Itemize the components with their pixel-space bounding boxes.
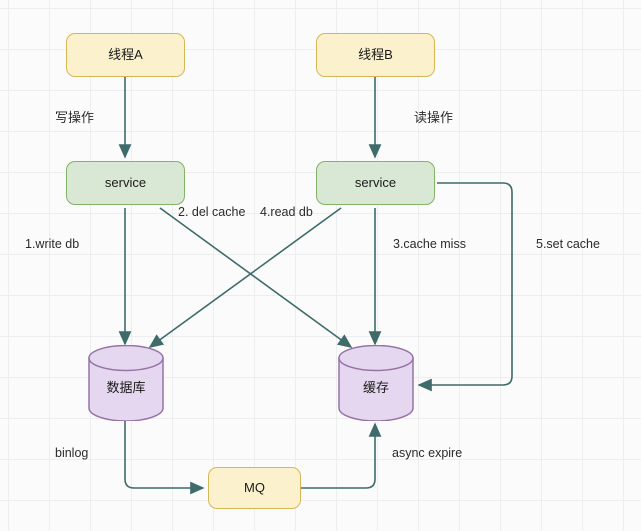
node-service-left[interactable]: service [66, 161, 185, 205]
node-mq-label: MQ [244, 480, 265, 496]
node-database[interactable]: 数据库 [88, 345, 164, 421]
edge-service-right-to-db [148, 207, 342, 348]
edge-label-step-4: 4.read db [260, 205, 313, 219]
edge-service-left-to-cache [159, 207, 353, 348]
edge-label-step-1: 1.write db [25, 237, 80, 251]
node-thread-b-label: 线程B [358, 47, 393, 63]
edge-label-step-3: 3.cache miss [393, 237, 466, 251]
edge-label-write-op: 写操作 [55, 110, 95, 125]
edge-service-right-set-cache [417, 182, 513, 392]
edge-label-binlog: binlog [55, 446, 89, 460]
cache-cylinder-icon [338, 345, 414, 421]
node-service-right-label: service [354, 175, 397, 191]
edge-label-async-expire: async expire [392, 446, 463, 460]
node-cache[interactable]: 缓存 [338, 345, 414, 421]
node-service-right[interactable]: service [316, 161, 435, 205]
node-thread-a-label: 线程A [108, 47, 143, 63]
node-service-left-label: service [104, 175, 147, 191]
edge-mq-to-cache [301, 422, 382, 489]
database-cylinder-icon [88, 345, 164, 421]
edge-label-step-5: 5.set cache [536, 237, 600, 251]
node-thread-a[interactable]: 线程A [66, 33, 185, 77]
edge-db-to-mq [124, 419, 205, 495]
node-mq[interactable]: MQ [208, 467, 301, 509]
node-thread-b[interactable]: 线程B [316, 33, 435, 77]
edge-label-read-op: 读操作 [414, 110, 454, 125]
edge-label-step-2: 2. del cache [178, 205, 246, 219]
